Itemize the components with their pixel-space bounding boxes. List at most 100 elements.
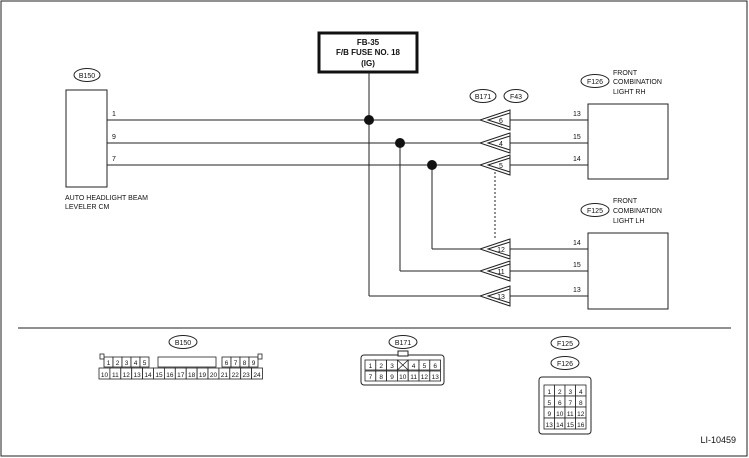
b150-pin: 24: [251, 367, 263, 380]
svg-text:11: 11: [567, 411, 574, 418]
svg-text:13: 13: [432, 374, 440, 381]
chevron-lh-13: 13: [478, 285, 511, 307]
svg-text:18: 18: [188, 372, 196, 379]
svg-text:7: 7: [369, 374, 373, 381]
svg-text:9: 9: [252, 360, 256, 367]
svg-text:7: 7: [568, 400, 572, 407]
chevron-lh-11: 11: [478, 260, 511, 282]
svg-text:6: 6: [558, 400, 562, 407]
f126-view-text: F126: [557, 361, 573, 368]
b150-key: [257, 353, 263, 360]
svg-text:13: 13: [134, 372, 142, 379]
chevron-rh-6: 6: [478, 109, 511, 131]
lh-light-pin-14: 14: [573, 240, 581, 247]
joint-pin-5: 5: [499, 163, 503, 170]
svg-text:7: 7: [234, 360, 238, 367]
splice-dot-1: [364, 115, 374, 125]
b150-key: [99, 353, 105, 360]
f-pin: 3: [564, 384, 576, 397]
b171-pin: 1: [364, 359, 377, 371]
module-pin-9: 9: [112, 134, 116, 141]
svg-text:12: 12: [421, 374, 429, 381]
svg-text:5: 5: [423, 363, 427, 370]
b150-pin: 20: [207, 367, 220, 380]
b150-pin: 4: [130, 356, 141, 368]
rh-light-name-2: COMBINATION: [613, 79, 662, 86]
f-pin: 15: [564, 417, 576, 430]
leveler-cm-name-2: LEVELER CM: [65, 204, 110, 211]
connector-label-b150: [73, 68, 101, 82]
svg-text:5: 5: [143, 360, 147, 367]
figure-id: LI-10459: [700, 435, 736, 445]
lh-light-name-3: LIGHT LH: [613, 218, 644, 225]
svg-text:4: 4: [579, 389, 583, 396]
rh-light-pin-13: 13: [573, 111, 581, 118]
b171-pin: 12: [418, 370, 431, 382]
svg-text:13: 13: [546, 422, 554, 429]
b171-blank-x: [397, 359, 409, 371]
b150-pin: 9: [248, 356, 259, 368]
f125-view-text: F125: [557, 341, 573, 348]
svg-text:14: 14: [556, 422, 564, 429]
lh-light-pin-15: 15: [573, 262, 581, 269]
svg-text:3: 3: [390, 363, 394, 370]
b150-pin: 22: [229, 367, 242, 380]
f-pin: 5: [543, 395, 555, 408]
svg-text:17: 17: [177, 372, 185, 379]
svg-text:15: 15: [567, 422, 575, 429]
connector-b150-text: B150: [79, 73, 95, 80]
connector-f126-text: F126: [587, 79, 603, 86]
splice-dot-3: [427, 160, 437, 170]
b171-pin: 5: [418, 359, 431, 371]
lh-light-box: [587, 232, 669, 310]
b171-pin: 7: [364, 370, 377, 382]
svg-text:6: 6: [433, 363, 437, 370]
f-pin: 7: [564, 395, 576, 408]
joint-pin-11: 11: [497, 269, 504, 276]
b150-pin: 12: [120, 367, 133, 380]
chevron-rh-5: 5: [478, 154, 511, 176]
lh-light-name-1: FRONT: [613, 198, 638, 205]
module-pin-7: 7: [112, 156, 116, 163]
joint-pin-4: 4: [499, 141, 503, 148]
b150-pin: 5: [139, 356, 150, 368]
svg-text:20: 20: [210, 372, 218, 379]
rh-light-name-1: FRONT: [613, 70, 638, 77]
joint-pin-13: 13: [497, 294, 505, 301]
joint-pin-12: 12: [497, 247, 505, 254]
b150-pin: 11: [109, 367, 122, 380]
connector-f125-text: F125: [587, 208, 603, 215]
svg-text:8: 8: [243, 360, 247, 367]
svg-text:23: 23: [243, 372, 251, 379]
f-pin: 13: [543, 417, 555, 430]
svg-text:12: 12: [577, 411, 585, 418]
b171-pin: 10: [396, 370, 409, 382]
svg-text:11: 11: [112, 372, 119, 379]
svg-text:12: 12: [123, 372, 131, 379]
b171-pin: 6: [429, 359, 441, 371]
lh-light-name-2: COMBINATION: [613, 208, 662, 215]
b171-pin: 13: [429, 370, 441, 382]
svg-text:16: 16: [577, 422, 585, 429]
svg-text:8: 8: [379, 374, 383, 381]
svg-text:4: 4: [412, 363, 416, 370]
b171-pin: 3: [386, 359, 398, 371]
svg-text:1: 1: [107, 360, 111, 367]
b150-pin: 21: [218, 367, 231, 380]
b171-pin: 8: [375, 370, 387, 382]
connector-b171-text: B171: [475, 94, 491, 101]
joint-chevrons: 6 4 5 12 11 13: [478, 109, 511, 307]
svg-text:9: 9: [390, 374, 394, 381]
f126-view-label: [550, 356, 580, 370]
b150-pin: 19: [196, 367, 209, 380]
b171-pin: 9: [386, 370, 398, 382]
b150-pin: 10: [98, 367, 111, 380]
svg-text:3: 3: [568, 389, 572, 396]
leveler-cm-box: [65, 89, 108, 188]
f-pin: 16: [575, 417, 587, 430]
